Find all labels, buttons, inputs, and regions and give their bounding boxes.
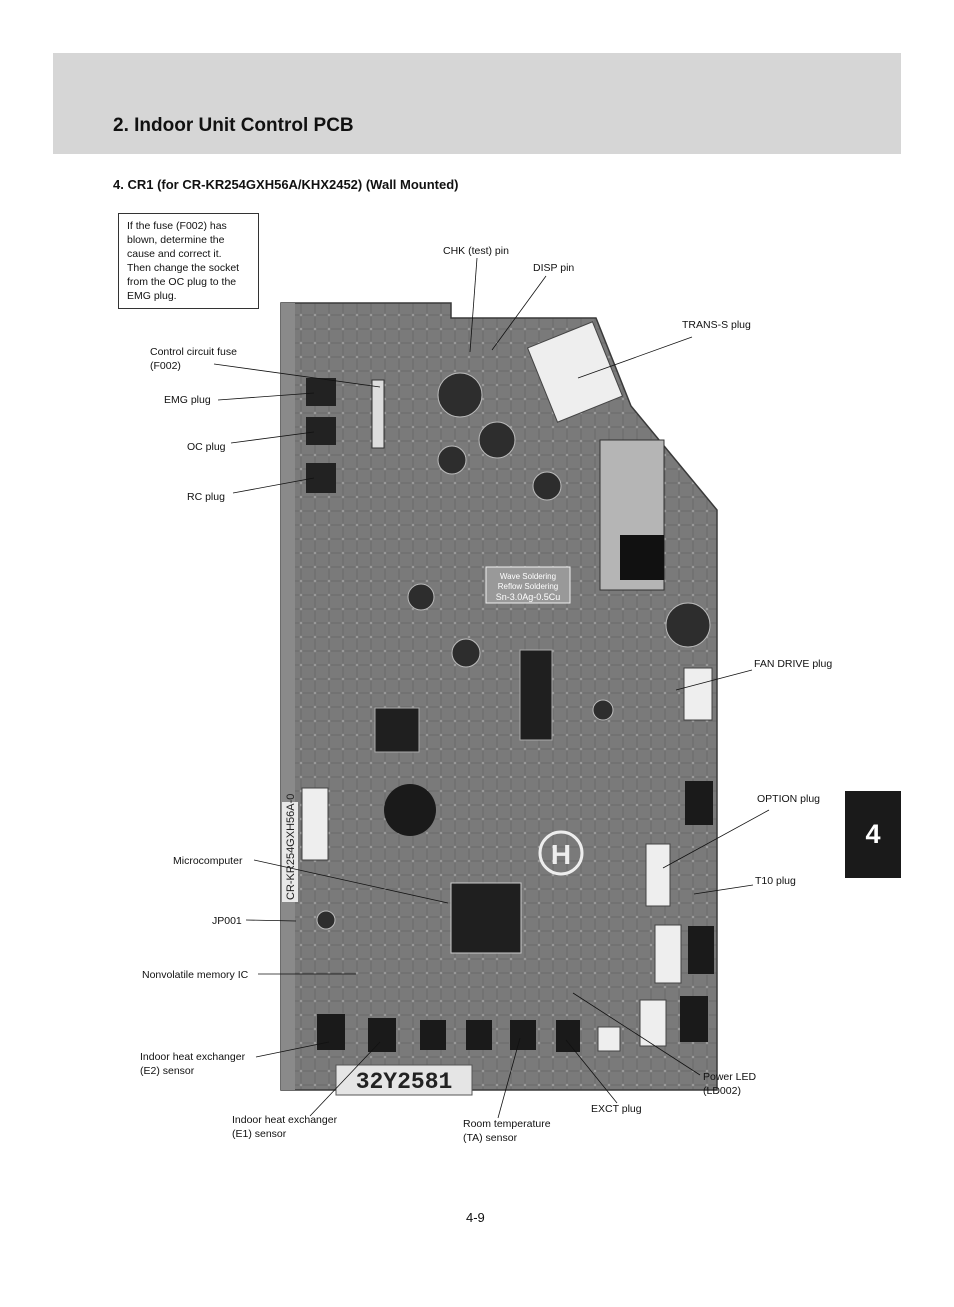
callout-emg: EMG plug: [164, 394, 211, 406]
subsection-title: 4. CR1 (for CR-KR254GXH56A/KHX2452) (Wal…: [113, 177, 459, 192]
callout-disp: DISP pin: [533, 262, 575, 274]
h-mark-text: H: [551, 839, 571, 870]
note-line: EMG plug.: [127, 290, 177, 302]
pcb-code: 32Y2581: [356, 1069, 453, 1095]
callout-e2-line1: Indoor heat exchanger: [140, 1051, 246, 1063]
callout-ta-line2: (TA) sensor: [463, 1132, 518, 1144]
callout-e1-line2: (E1) sensor: [232, 1128, 287, 1140]
callout-e1: Indoor heat exchanger (E1) sensor: [232, 1113, 337, 1141]
callout-nvm: Nonvolatile memory IC: [142, 969, 249, 981]
left-connectors: [306, 378, 336, 493]
pcb-left-edge: [281, 303, 295, 1090]
callout-t10: T10 plug: [755, 875, 796, 887]
callout-e1-line1: Indoor heat exchanger: [232, 1114, 338, 1126]
callout-fuse: Control circuit fuse (F002): [150, 345, 237, 373]
pcb-outline: [280, 302, 718, 1091]
note-line: blown, determine the: [127, 234, 225, 246]
note-line: cause and correct it.: [127, 248, 222, 260]
callout-option: OPTION plug: [757, 793, 821, 805]
callout-rc: RC plug: [187, 491, 225, 503]
callout-fuse-line1: Control circuit fuse: [150, 346, 237, 358]
capacitors: [316, 372, 711, 930]
callout-power-led: Power LED (LD002): [703, 1070, 756, 1098]
callout-e2: Indoor heat exchanger (E2) sensor: [140, 1050, 245, 1078]
solder-label-box: [485, 566, 571, 604]
microcomputer-ic: [450, 882, 522, 954]
callout-chk: CHK (test) pin: [443, 245, 509, 257]
callout-jp001: JP001: [212, 915, 242, 927]
callout-trans-s: TRANS-S plug: [682, 319, 751, 331]
callout-power-led-line1: Power LED: [703, 1071, 757, 1083]
page-number: 4-9: [466, 1210, 485, 1225]
callout-ta-line1: Room temperature: [463, 1118, 551, 1130]
fuse-note-box: If the fuse (F002) has blown, determine …: [118, 213, 259, 309]
solder-note-3: Sn-3.0Ag-0.5Cu: [496, 592, 561, 602]
fuse-f002: [371, 379, 385, 449]
callout-fan-drive: FAN DRIVE plug: [754, 658, 833, 670]
buzzer: [384, 784, 436, 836]
callout-fuse-line2: (F002): [150, 360, 181, 372]
solder-note-2: Reflow Soldering: [498, 582, 558, 591]
callout-microcomputer: Microcomputer: [173, 855, 243, 867]
note-line: from the OC plug to the: [127, 276, 237, 288]
callout-exct: EXCT plug: [591, 1103, 642, 1115]
board-part-no: CR-KR254GXH56A-0: [285, 794, 297, 900]
section-title: 2. Indoor Unit Control PCB: [113, 115, 354, 136]
callout-ta: Room temperature (TA) sensor: [463, 1117, 551, 1145]
chapter-tab: 4: [845, 791, 901, 878]
solder-note-1: Wave Soldering: [500, 572, 556, 581]
callout-oc: OC plug: [187, 441, 226, 453]
header-band: [53, 53, 901, 154]
note-line: If the fuse (F002) has: [127, 220, 227, 232]
note-line: Then change the socket: [127, 262, 240, 274]
h-mark-circle: [538, 830, 584, 876]
callout-e2-line2: (E2) sensor: [140, 1065, 195, 1077]
callout-power-led-line2: (LD002): [703, 1085, 741, 1097]
